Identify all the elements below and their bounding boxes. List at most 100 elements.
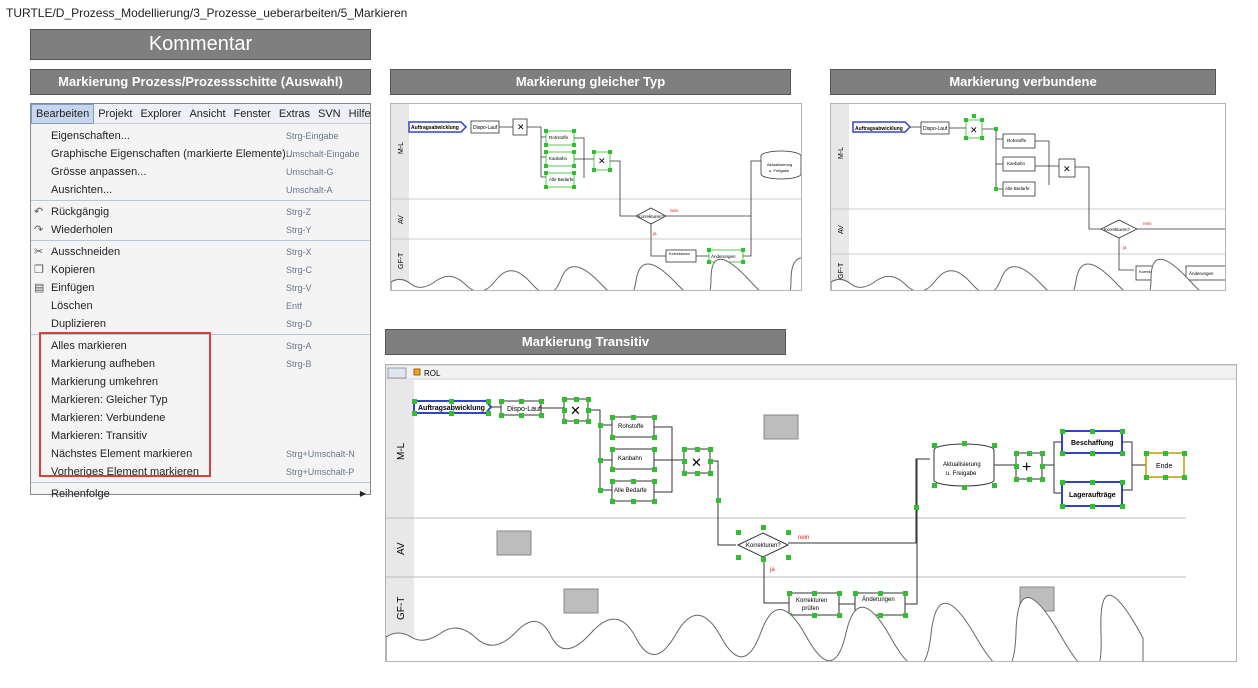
label-ende: Ende: [1156, 463, 1172, 470]
label-kanbahn: Kanbahn: [549, 156, 568, 161]
label-auftrag: Auftragsabwicklung: [855, 126, 903, 132]
torn-edge: [386, 594, 1144, 661]
breadcrumb: TURTLE/D_Prozess_Modellierung/3_Prozesse…: [6, 6, 408, 20]
grey-placeholder: [496, 530, 532, 556]
label-bedarfe: Alle Bedarfe: [549, 177, 574, 182]
lane-header: [831, 104, 849, 290]
node-bedarfe[interactable]: [1002, 181, 1036, 197]
xor-icon: ✕: [691, 455, 702, 470]
label-pruefen: Korrekturen: [669, 251, 690, 256]
menu-bearbeiten[interactable]: Bearbeiten: [31, 103, 95, 124]
grey-placeholder: [763, 414, 799, 440]
header-auswahl: Markierung Prozess/Prozessschitte (Auswa…: [30, 69, 371, 95]
label-korrekturen: Korrekturen?: [746, 543, 781, 549]
label-kanbahn: Kanbahn: [618, 456, 642, 462]
redo-icon: ↷: [34, 224, 44, 236]
lane-label-av: AV: [396, 542, 407, 555]
tab-rol-label[interactable]: ROL: [424, 369, 441, 378]
tab-toggle-button[interactable]: [387, 367, 407, 379]
label-dispo: Dispo-Lauf: [473, 125, 498, 131]
header-verbundene: Markierung verbundene: [830, 69, 1216, 95]
menu-item-groesse-anpassen[interactable]: Grösse anpassen...Umschalt-G: [51, 166, 334, 178]
xor-icon: ✕: [970, 125, 978, 135]
menu-item-markierung-umkehren[interactable]: Markierung umkehren: [51, 376, 158, 388]
menu-svn[interactable]: SVN: [318, 107, 341, 120]
menu-explorer[interactable]: Explorer: [140, 107, 182, 120]
label-pruefen: Korrekturen: [1139, 269, 1160, 274]
menu-projekt[interactable]: Projekt: [98, 107, 133, 120]
menu-extras[interactable]: Extras: [278, 107, 310, 120]
node-kanbahn[interactable]: [1002, 156, 1036, 172]
node-auftrag[interactable]: [852, 121, 912, 133]
menu-separator: [31, 482, 370, 483]
gateway-korrekturen[interactable]: [736, 532, 790, 558]
torn-edge: [831, 258, 1200, 290]
edit-menu: Bearbeiten Projekt Explorer Ansicht Fens…: [30, 103, 371, 500]
xor-icon: ✕: [570, 403, 581, 418]
gateway-xor-2[interactable]: [683, 448, 711, 474]
menu-item-ausrichten[interactable]: Ausrichten...Umschalt-A: [51, 184, 333, 196]
label-bedarfe: Alle Bedarfe: [614, 488, 647, 494]
label-nein: nein: [670, 208, 679, 213]
label-korrekturen: Korrekturen?: [1104, 227, 1131, 232]
submenu-arrow-icon: ▶: [359, 489, 366, 498]
lane-header: [386, 379, 414, 661]
menubar: Bearbeiten Projekt Explorer Ansicht Fens…: [31, 103, 371, 124]
diagram-transitiv: ROL M-L AV GF-T: [386, 365, 1236, 661]
label-nein: nein: [1143, 221, 1152, 226]
label-beschaffung: Beschaffung: [1071, 440, 1113, 447]
label-aenderungen: Änderungen: [1189, 270, 1214, 276]
menu-item-markieren-transitiv[interactable]: Markieren: Transitiv: [51, 430, 147, 442]
edges: [1122, 441, 1146, 491]
menu-separator: [31, 240, 370, 241]
label-pruefen: Korrekturen: [796, 598, 827, 604]
menu-hilfe[interactable]: Hilfe: [348, 107, 371, 120]
label-aktual-2: u. Freigabe: [769, 168, 790, 173]
label-dispo: Dispo-Lauf: [923, 126, 948, 132]
edges: [1118, 228, 1225, 271]
menu-item-markieren-verbundene[interactable]: Markieren: Verbundene: [51, 412, 166, 424]
label-auftrag: Auftragsabwicklung: [411, 125, 459, 131]
panel-verbundene: M-L AV GF-T Auftragsabwicklung Dispo-Lau…: [830, 103, 1226, 291]
diagram-verbundene: M-L AV GF-T Auftragsabwicklung Dispo-Lau…: [831, 104, 1226, 290]
menu-fenster[interactable]: Fenster: [233, 107, 271, 120]
menu-item-eigenschaften[interactable]: Eigenschaften...Strg-Eingabe: [51, 130, 339, 142]
header-gleicher-typ: Markierung gleicher Typ: [390, 69, 791, 95]
node-kanbahn[interactable]: [611, 448, 655, 470]
label-kanbahn: Kanbahn: [1007, 161, 1026, 166]
grey-placeholder: [563, 588, 599, 614]
label-auftrag: Auftragsabwicklung: [418, 405, 485, 412]
menu-item-reihenfolge[interactable]: Reihenfolge▶: [31, 485, 370, 503]
menu-item-graphische-eigenschaften[interactable]: Graphische Eigenschaften (markierte Elem…: [51, 148, 360, 160]
node-aenderungen[interactable]: [1185, 265, 1226, 281]
lane-label-gft: GF-T: [398, 252, 405, 269]
scissors-icon: ✂: [34, 246, 44, 258]
edges: [696, 216, 752, 257]
node-bedarfe[interactable]: [545, 172, 575, 188]
xor-icon: ✕: [1063, 164, 1071, 174]
label-dispo: Dispo-Lauf: [507, 406, 541, 413]
lane-label-gft: GF-T: [396, 597, 407, 620]
header-transitiv: Markierung Transitiv: [385, 329, 786, 355]
label-lager: Lageraufträge: [1069, 492, 1116, 499]
panel-gleicher-typ: M-L AV GF-T Auftragsa: [390, 103, 802, 291]
menu-ansicht[interactable]: Ansicht: [189, 107, 226, 120]
label-aktual: Aktualisierung: [767, 162, 792, 167]
label-aktual: Aktualisierung: [943, 462, 981, 468]
lane-header: [391, 104, 409, 290]
menu-item-markieren-gleicher-typ[interactable]: Markieren: Gleicher Typ: [51, 394, 168, 406]
gateway-xor-2[interactable]: [1058, 158, 1076, 178]
edges: [710, 460, 736, 546]
node-auftrag[interactable]: [408, 121, 468, 133]
xor-icon: ✕: [598, 156, 606, 166]
